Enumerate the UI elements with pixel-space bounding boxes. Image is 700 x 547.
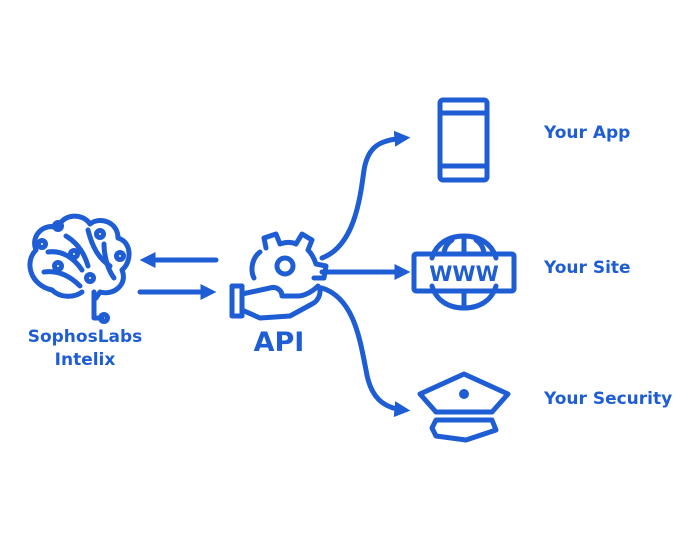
www-globe-icon: [411, 233, 517, 311]
target-label-security: Your Security: [544, 389, 673, 409]
api-label: API: [253, 327, 305, 358]
arrows-to-targets: [319, 130, 411, 418]
smartphone-icon: [437, 97, 490, 183]
police-cap-icon: [417, 371, 511, 443]
www-glyph: WWW: [429, 262, 499, 286]
source-label-line1: SophosLabs: [27, 327, 143, 347]
gear-hand-icon: [229, 231, 329, 321]
source-label-line2: Intelix: [54, 350, 116, 370]
badge-icon: [459, 389, 469, 399]
target-label-site: Your Site: [544, 258, 631, 278]
target-label-app: Your App: [544, 123, 631, 143]
brain-network-icon: [27, 213, 132, 324]
arrows-api-exchange: [137, 251, 219, 301]
